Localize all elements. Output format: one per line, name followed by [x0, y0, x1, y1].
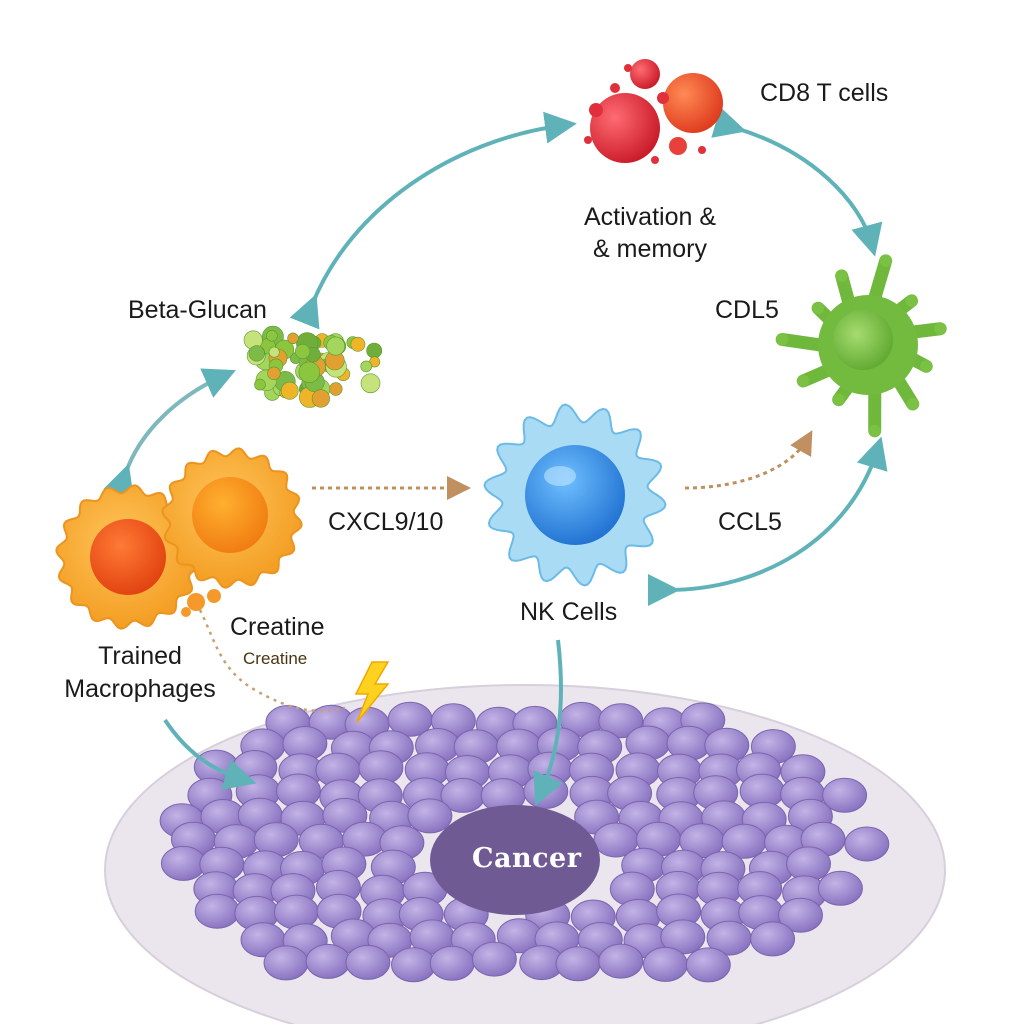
nk-cell [485, 405, 666, 586]
creatine-label: Creatine [230, 612, 325, 643]
activation-label-line1: Activation & [560, 202, 740, 233]
creatine-small-label: Creatine [243, 648, 307, 669]
beta-glucan-granules [244, 326, 382, 407]
dendritic-cell [776, 255, 946, 437]
cd8-t-cells-label: CD8 T cells [760, 78, 888, 109]
cdl5-label: CDL5 [715, 295, 779, 326]
arrow-cd8-to-cdl5 [735, 128, 872, 245]
trained-macrophages-line1: Trained [40, 641, 240, 672]
cd8-t-cell-cluster [584, 59, 723, 164]
ccl5-label: CCL5 [718, 507, 782, 538]
activation-label-line2: & memory [560, 234, 740, 265]
cxcl-label: CXCL9/10 [328, 507, 443, 538]
dotted-arrow-ccl5 [685, 438, 808, 488]
cancer-label: Cancer [472, 843, 581, 874]
trained-macrophage-pair [56, 448, 301, 628]
arrow-betaglucan-to-cd8 [312, 125, 565, 305]
trained-macrophages-line2: Macrophages [40, 674, 240, 705]
nk-cells-label: NK Cells [520, 597, 617, 628]
beta-glucan-label: Beta-Glucan [128, 295, 267, 326]
